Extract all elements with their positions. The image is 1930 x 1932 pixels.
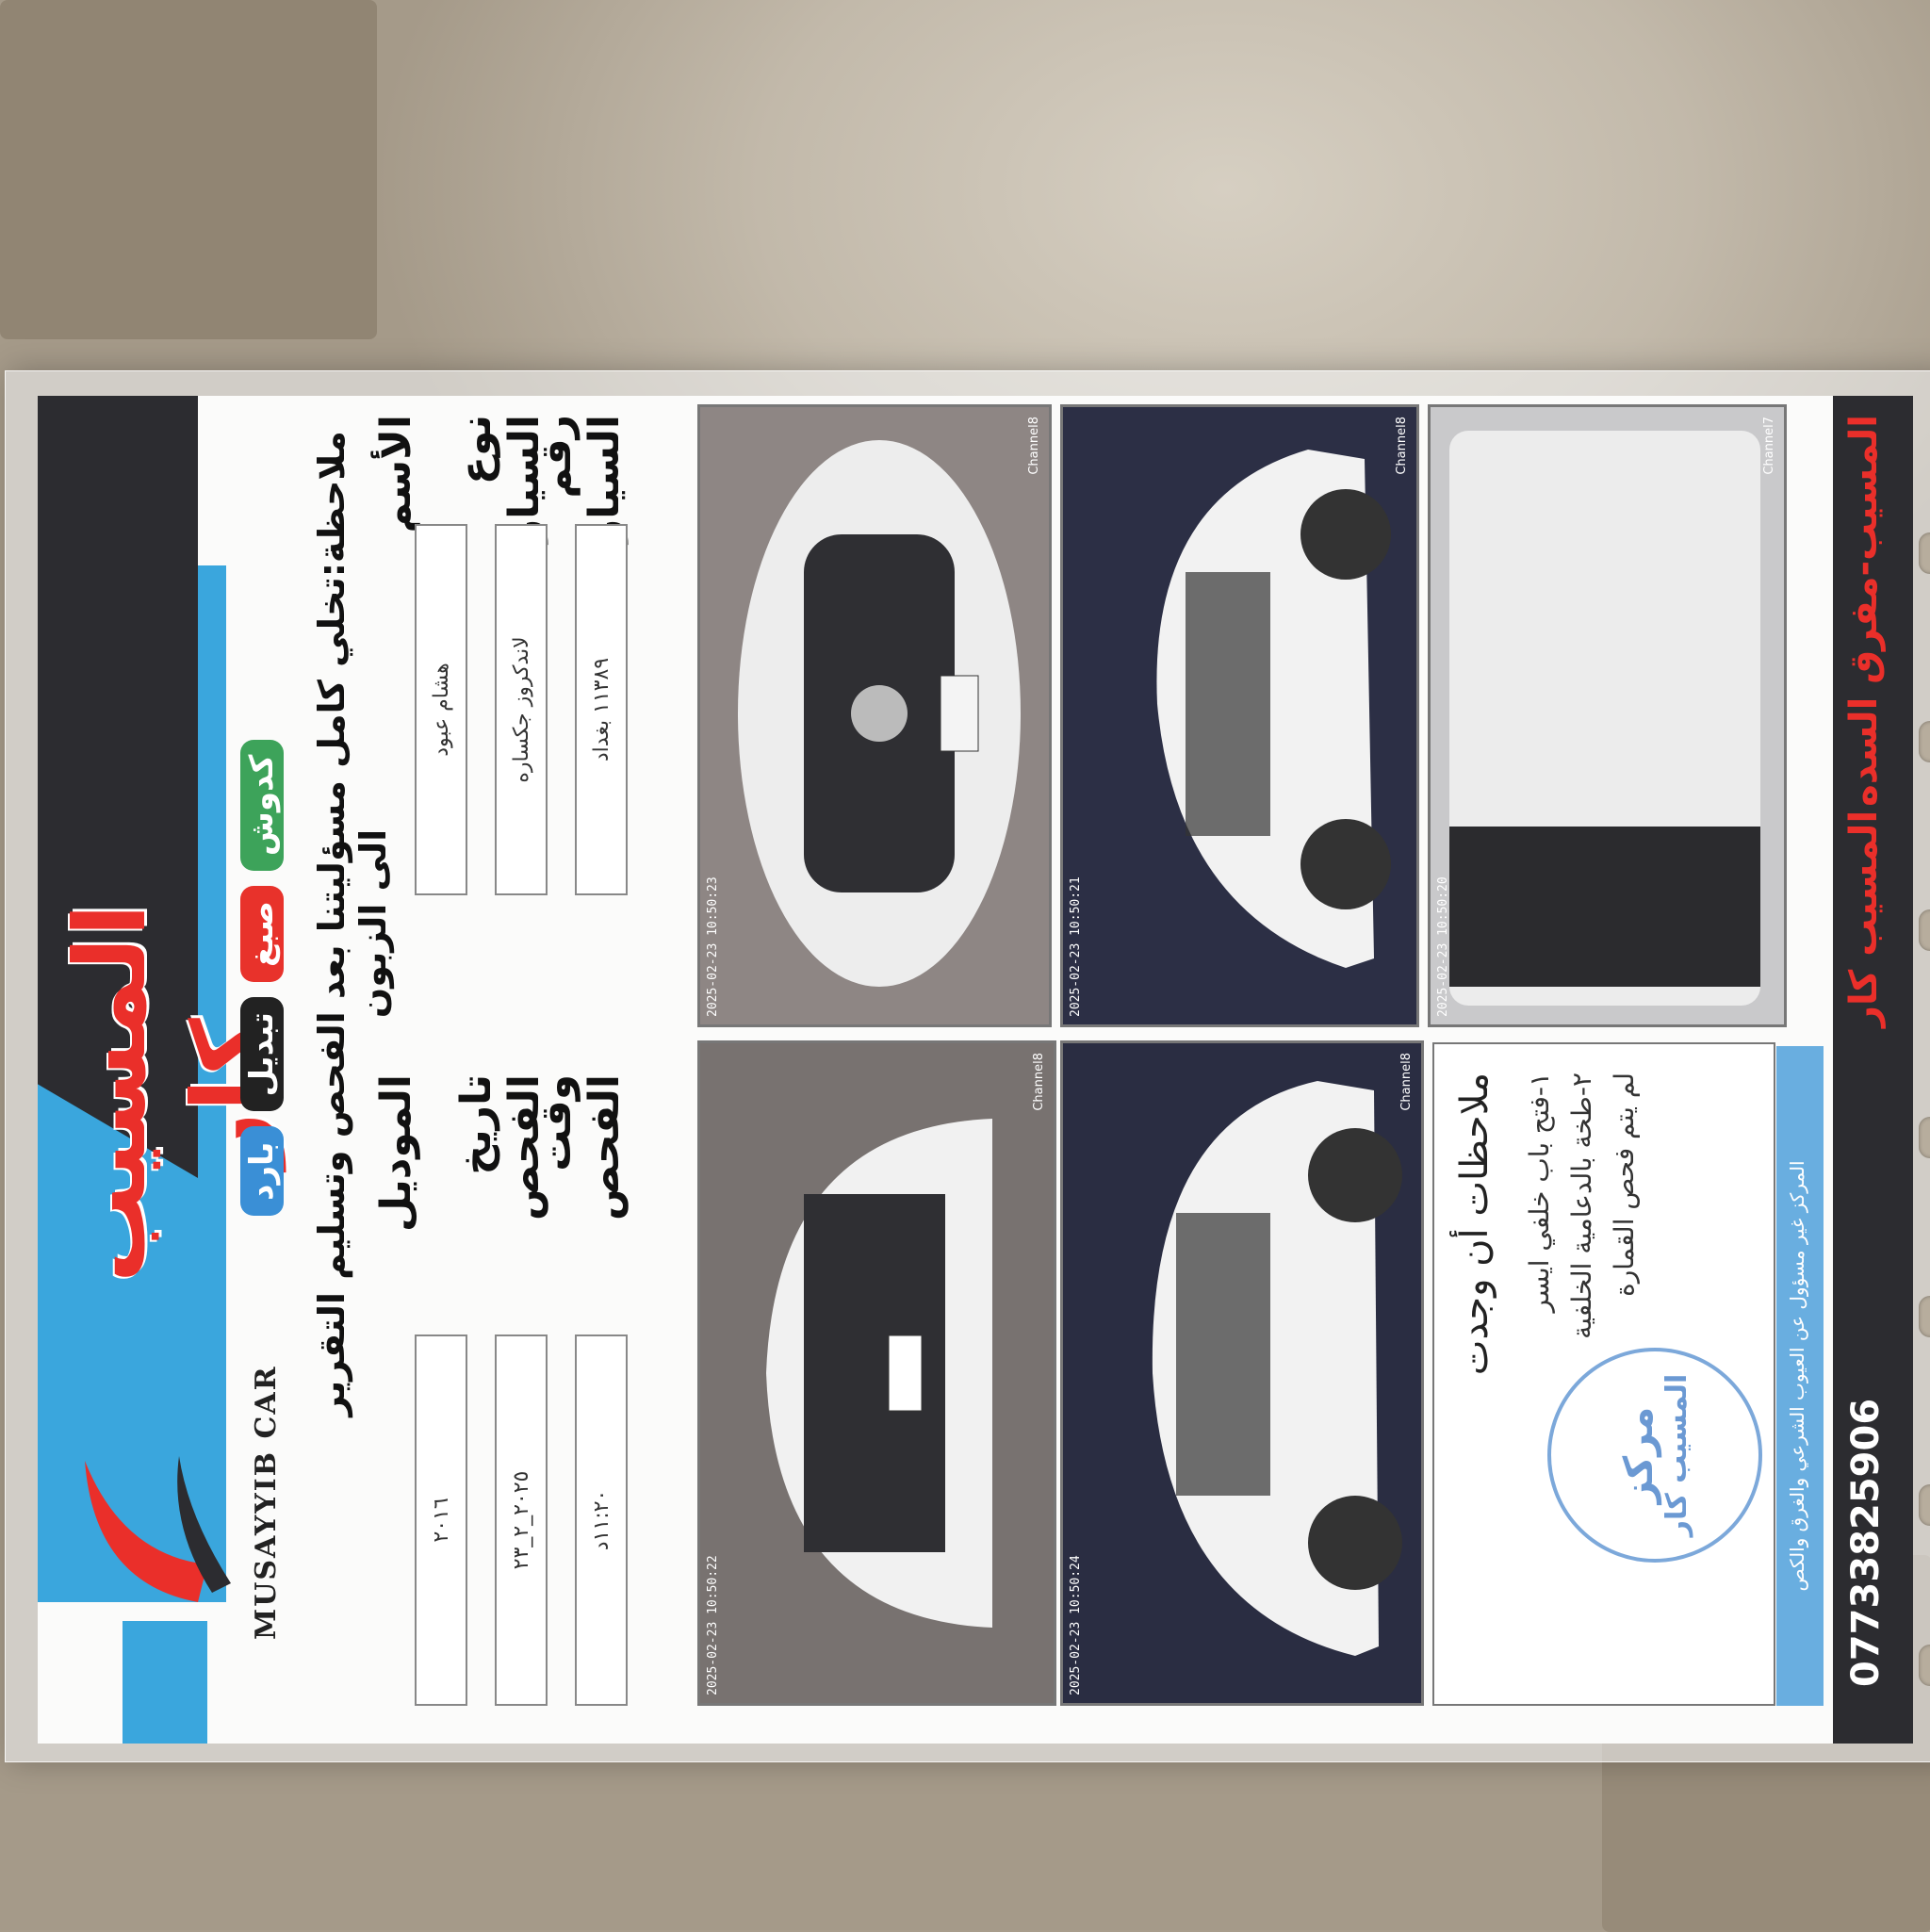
punch-hole <box>1919 909 1930 951</box>
footer-location: المسيب-مفرق السده <box>1842 415 1886 807</box>
service-tag-cold: بارد <box>240 1126 284 1216</box>
inspection-photo-rear: 2025-02-23 10:50:22 Channel8 <box>697 1040 1056 1706</box>
footer-name: المسيب كار <box>1842 810 1886 1027</box>
time-value: ١١:٢٠د <box>575 1334 628 1706</box>
camera-timestamp: 2025-02-23 10:50:21 <box>1069 876 1083 1017</box>
inspection-photo-rear-side: 2025-02-23 10:50:24 Channel8 <box>1060 1040 1424 1706</box>
plate-value: ١١٣٨٩ بغداد <box>575 524 628 895</box>
date-value: ٢٠٢٥_٢_٢٣ <box>495 1334 548 1706</box>
time-label: وقت الفحص <box>532 1074 629 1221</box>
service-tag-replace: تبديل <box>240 997 284 1112</box>
stamp-line: المسيب كار <box>1660 1373 1693 1537</box>
car-front-image <box>700 407 1049 1024</box>
punch-hole <box>1919 1484 1930 1526</box>
inspection-photo-front: 2025-02-23 10:50:23 Channel8 <box>697 404 1052 1027</box>
punch-hole <box>1919 532 1930 574</box>
punch-hole <box>1919 1296 1930 1337</box>
camera-timestamp: 2025-02-23 10:50:24 <box>1069 1555 1083 1695</box>
service-tag-kdosh: كدوش <box>240 739 284 872</box>
inspection-photo-roof: 2025-02-23 10:50:20 Channel7 <box>1428 404 1787 1027</box>
camera-channel: Channel8 <box>1395 417 1409 475</box>
service-tag-paint: صبغ <box>240 886 284 983</box>
report-sheet-rotated: MUSAYYIB CAR المسيب كار كدوش صبغ تبديل ب… <box>5 370 1930 1762</box>
logo-text: MUSAYYIB CAR <box>250 1365 283 1640</box>
inspection-photo-front-side: 2025-02-23 10:50:21 Channel8 <box>1060 404 1419 1027</box>
inspection-report: MUSAYYIB CAR المسيب كار كدوش صبغ تبديل ب… <box>38 396 1913 1744</box>
stamp-line: مركز <box>1614 1406 1661 1504</box>
brand-logo <box>57 1442 245 1621</box>
punch-hole <box>1919 1645 1930 1686</box>
note-line: لم يتم فحص القمارة <box>1609 1072 1640 1297</box>
camera-channel: Channel8 <box>1399 1053 1414 1111</box>
note-line: ١-فتح باب خلفي ايسر <box>1524 1072 1555 1313</box>
model-label: الموديل <box>372 1074 420 1233</box>
notes-panel: ملاحظات أن وجدت ١-فتح باب خلفي ايسر ٢-طخ… <box>1432 1042 1775 1706</box>
notes-title: ملاحظات أن وجدت <box>1453 1072 1497 1376</box>
note-line: ٢-طخة بالدعامية الخلفية <box>1566 1072 1597 1339</box>
camera-channel: Channel8 <box>1032 1053 1046 1111</box>
service-tags: كدوش صبغ تبديل بارد <box>240 688 284 1216</box>
model-value: ٢٠١٦ <box>415 1334 467 1706</box>
name-label: الأسم <box>372 415 420 533</box>
seat-crease <box>0 0 377 339</box>
camera-timestamp: 2025-02-23 10:50:22 <box>706 1555 720 1695</box>
header-corner <box>123 1621 207 1744</box>
punch-hole <box>1919 721 1930 762</box>
car-roof-image <box>1431 407 1784 1024</box>
car-swoosh-icon <box>85 1456 231 1602</box>
center-stamp: مركز المسيب كار <box>1547 1348 1762 1563</box>
camera-timestamp: 2025-02-23 10:50:23 <box>706 876 720 1017</box>
car-front-side-image <box>1063 407 1416 1024</box>
camera-timestamp: 2025-02-23 10:50:20 <box>1436 876 1450 1017</box>
camera-channel: Channel8 <box>1027 417 1041 475</box>
punch-hole <box>1919 1117 1930 1158</box>
camera-channel: Channel7 <box>1762 417 1776 475</box>
car-rear-image <box>700 1043 1054 1703</box>
disclaimer-text: المركز غير مسؤول عن العيوب الشرعي والغرق… <box>1786 1160 1808 1592</box>
footer-phone: 07733825906 <box>1844 1398 1888 1687</box>
car-rear-side-image <box>1063 1043 1421 1703</box>
